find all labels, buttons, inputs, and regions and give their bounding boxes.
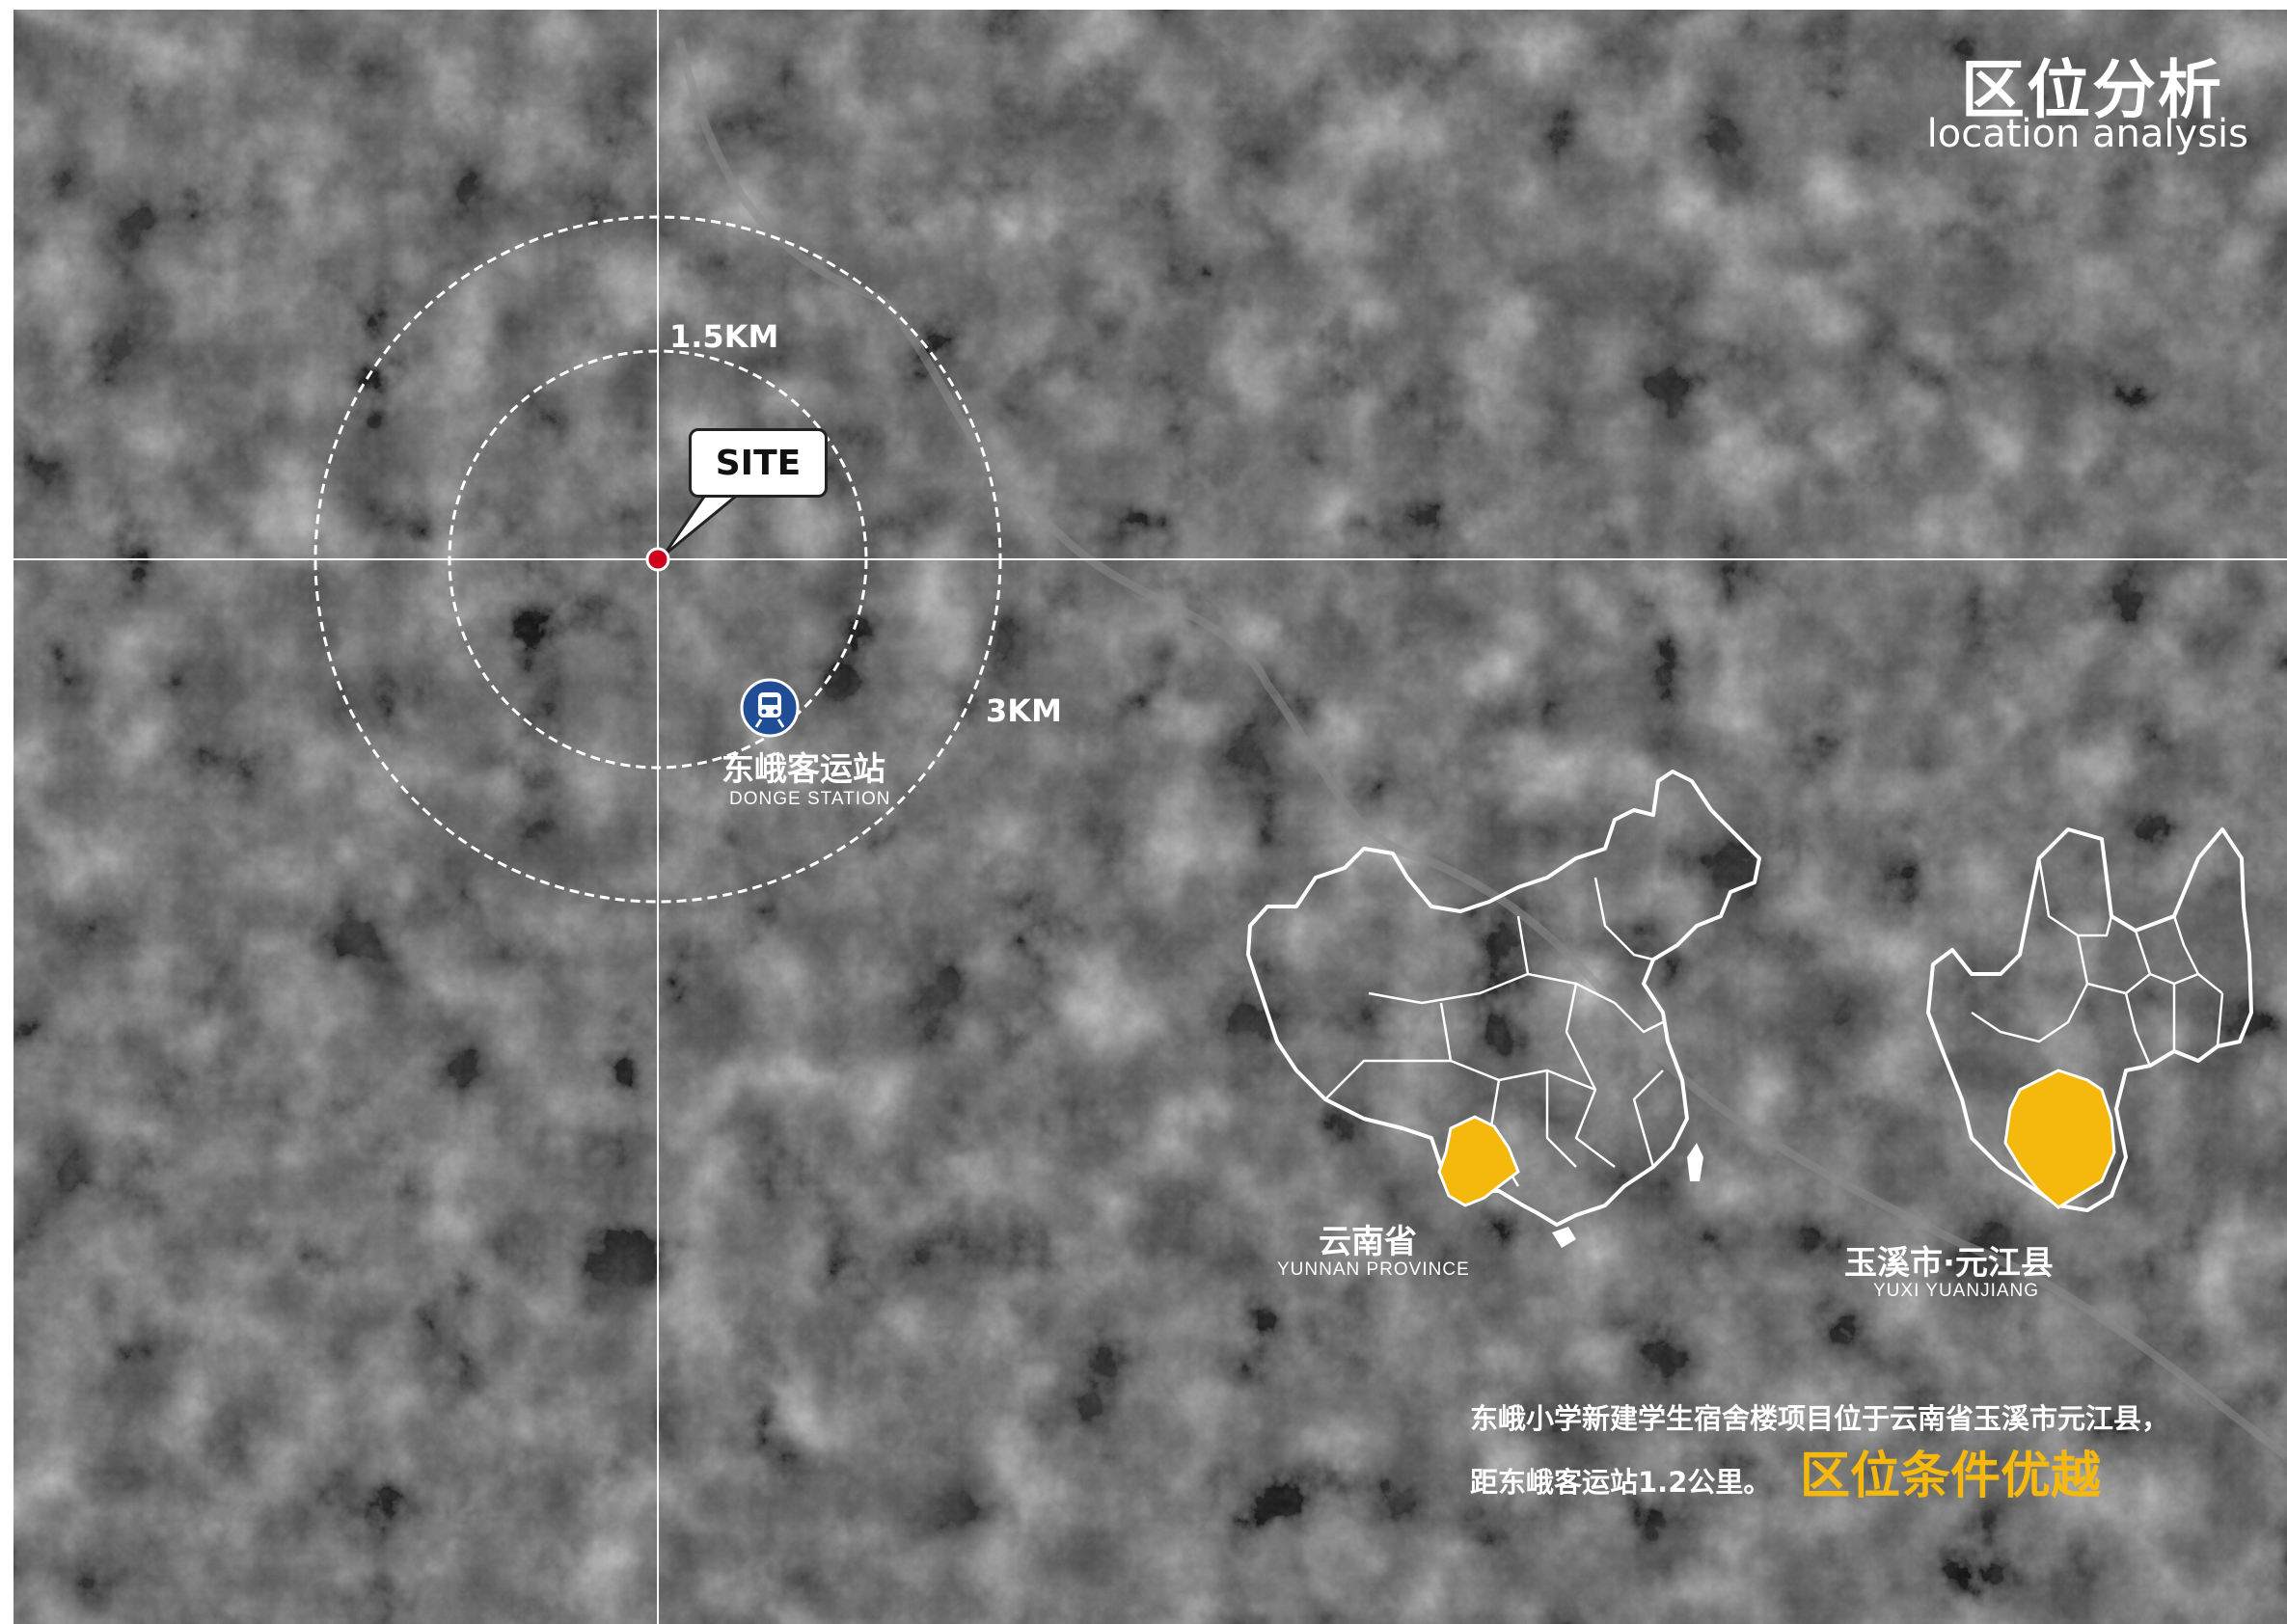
yuanjiang-highlight <box>2003 1069 2116 1209</box>
station-name: 东峨客运站 <box>721 750 885 789</box>
map-canvas: 区位分析 location analysis 1.5KM 3KM SITE 东峨… <box>14 10 2287 1624</box>
site-callout: SITE <box>689 428 828 498</box>
taiwan-outline <box>1687 1143 1703 1181</box>
radius-circle-outer <box>313 215 1002 904</box>
site-marker <box>645 547 670 572</box>
train-icon <box>740 678 800 738</box>
county-label: 玉溪市·元江县 <box>1844 1244 2054 1283</box>
yuxi-map-inset <box>1926 827 2253 1212</box>
site-callout-pointer <box>662 492 741 557</box>
description-line-2: 距东峨客运站1.2公里。 <box>1470 1466 1772 1499</box>
radius-outer-label: 3KM <box>986 692 1062 729</box>
hainan-outline <box>1552 1227 1576 1248</box>
radius-inner-label: 1.5KM <box>669 318 779 355</box>
satellite-terrain <box>14 10 2287 1624</box>
province-label: 云南省 <box>1319 1223 1417 1261</box>
yunnan-highlight <box>1437 1115 1520 1207</box>
station-name-en: DONGE STATION <box>729 789 891 809</box>
radius-circle-inner <box>448 349 868 770</box>
province-label-en: YUNNAN PROVINCE <box>1277 1259 1470 1280</box>
page-subtitle: location analysis <box>1926 112 2248 156</box>
page-title: 区位分析 <box>1961 53 2223 127</box>
map-overlay <box>14 10 2287 1624</box>
description-highlight: 区位条件优越 <box>1800 1448 2102 1505</box>
description-line-1: 东峨小学新建学生宿舍楼项目位于云南省玉溪市元江县， <box>1470 1402 2170 1435</box>
county-label-en: YUXI YUANJIANG <box>1873 1281 2040 1301</box>
